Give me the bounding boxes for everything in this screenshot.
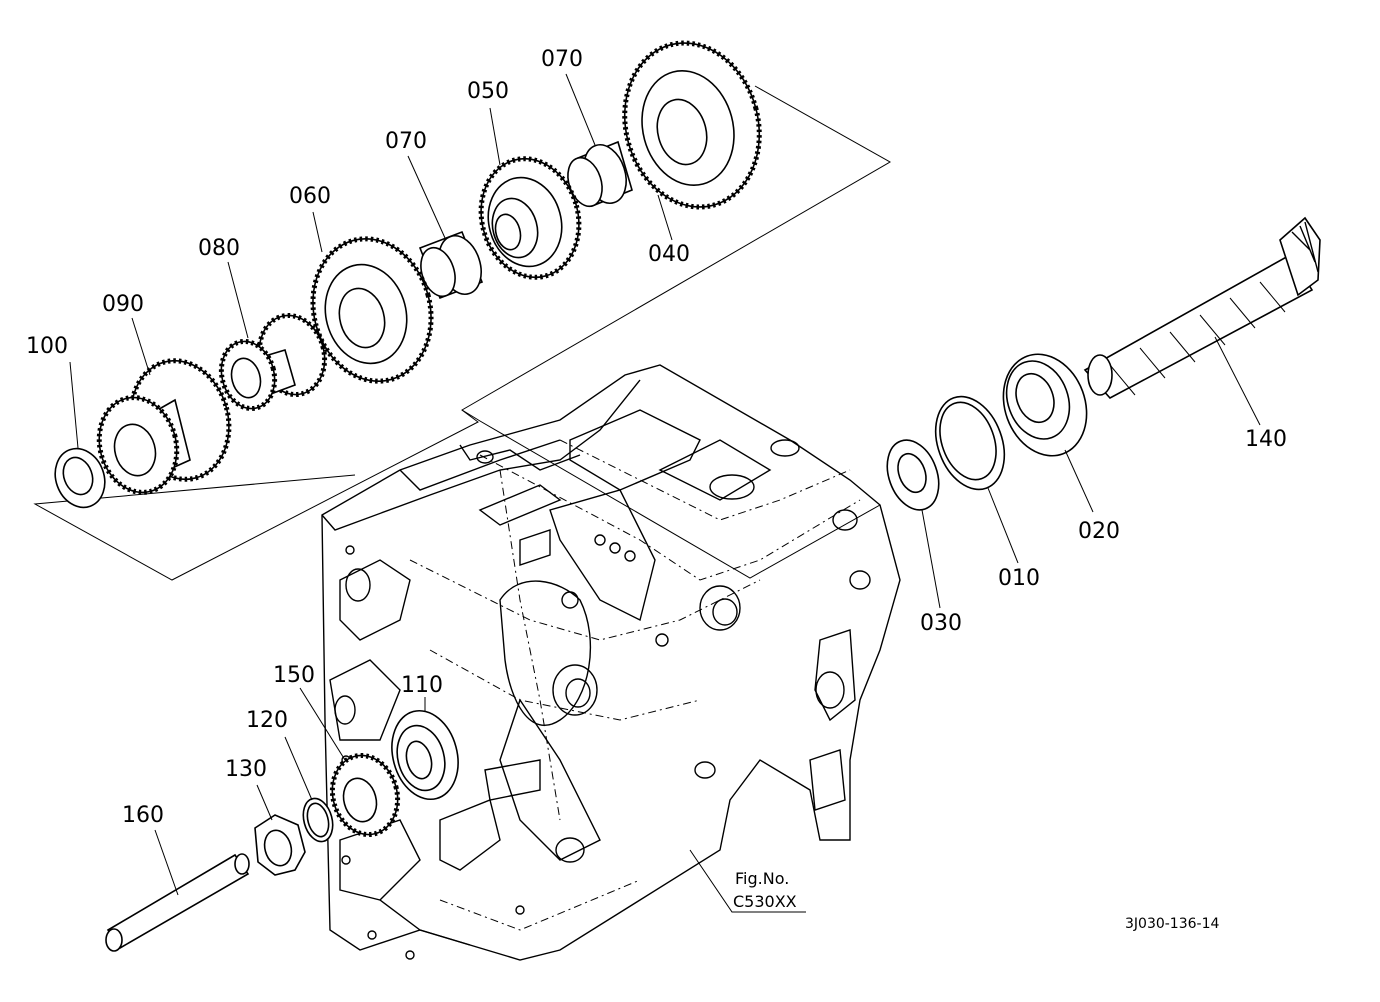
drawing-number: 3J030-136-14 <box>1125 916 1219 932</box>
housing-group-outline <box>461 409 881 579</box>
gear-040 <box>622 40 762 210</box>
callout-100: 100 <box>26 334 68 359</box>
needle-bearing-070-upper <box>567 140 633 208</box>
callout-080: 080 <box>198 236 240 261</box>
callout-160: 160 <box>122 803 164 828</box>
callout-120: 120 <box>246 708 288 733</box>
callout-110: 110 <box>401 673 443 698</box>
fig-ref-number: C530XX <box>733 892 797 911</box>
pinion-shaft-140 <box>1083 216 1321 400</box>
callout-090: 090 <box>102 292 144 317</box>
callout-010: 010 <box>998 566 1040 591</box>
gear-150 <box>329 752 401 838</box>
needle-bearing-070-lower <box>418 230 484 300</box>
fig-ref-label: Fig.No. <box>735 869 789 888</box>
callout-070-lower: 070 <box>385 129 427 154</box>
callout-040: 040 <box>648 242 690 267</box>
collar-030 <box>886 439 940 511</box>
shifter-050 <box>478 156 582 280</box>
snap-ring-120 <box>302 797 334 843</box>
callout-050: 050 <box>467 79 509 104</box>
callout-030: 030 <box>920 611 962 636</box>
gear-060 <box>310 236 434 384</box>
callout-060: 060 <box>289 184 331 209</box>
callout-130: 130 <box>225 757 267 782</box>
callout-150: 150 <box>273 663 315 688</box>
gear-group-outline <box>33 85 892 581</box>
collar-100 <box>54 447 106 509</box>
leader-lines <box>69 73 1261 913</box>
bearing-110 <box>391 709 459 801</box>
gear-090 <box>96 358 232 495</box>
nut-130 <box>254 814 306 876</box>
shaft-160 <box>105 853 250 952</box>
shim-010 <box>934 395 1006 491</box>
transmission-housing <box>321 364 901 961</box>
gear-080 <box>218 312 328 412</box>
callout-140: 140 <box>1245 427 1287 452</box>
callout-070-upper: 070 <box>541 47 583 72</box>
bearing-020 <box>1002 353 1088 457</box>
callout-020: 020 <box>1078 519 1120 544</box>
